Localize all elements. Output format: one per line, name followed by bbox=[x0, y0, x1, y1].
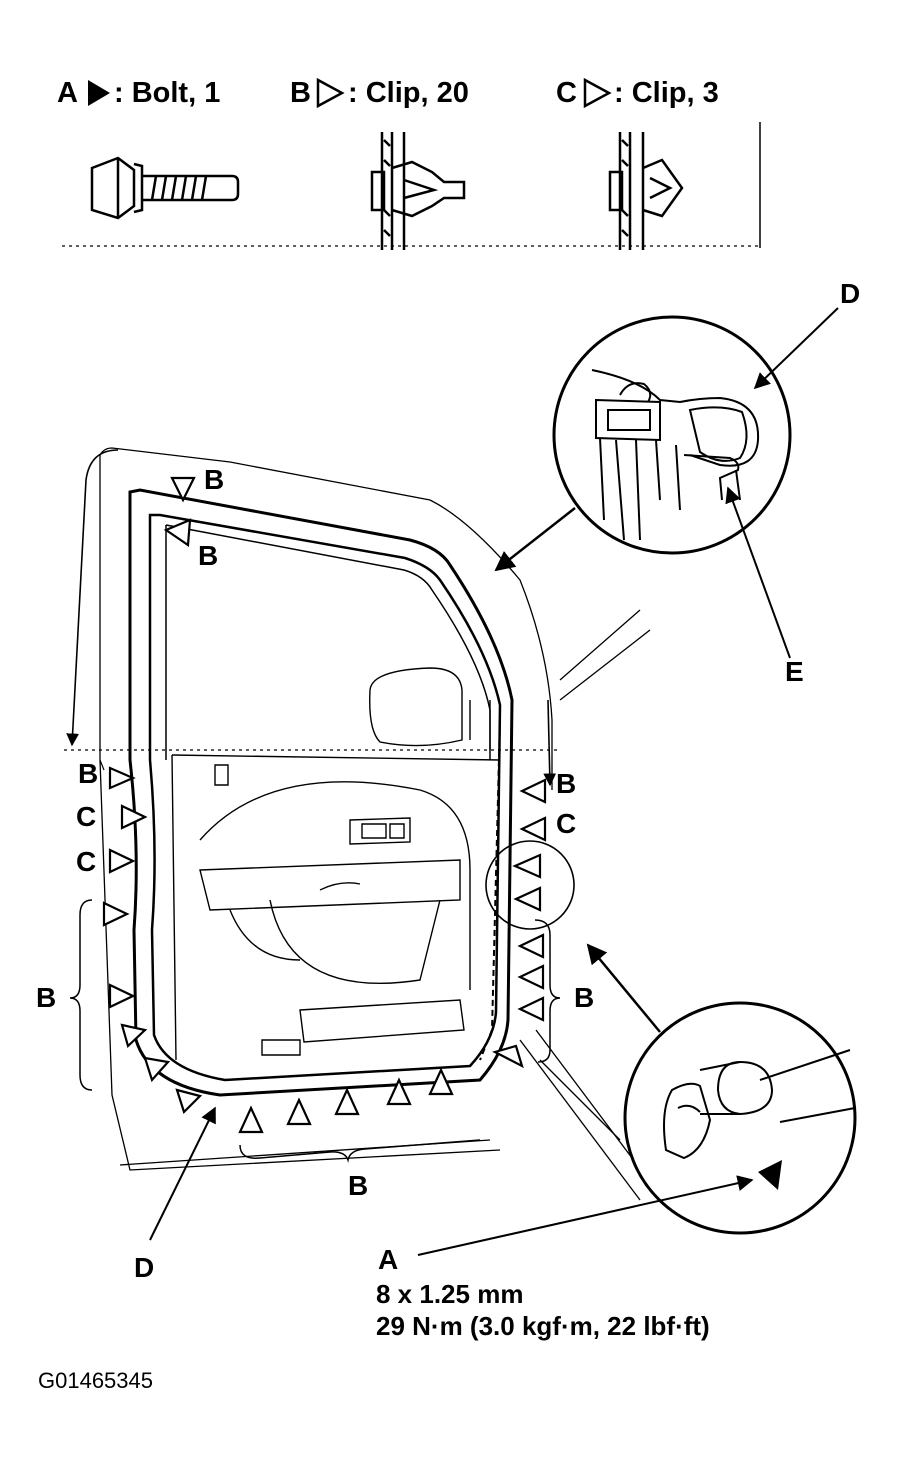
clip-markers bbox=[102, 476, 547, 1134]
callout-d-detail: D bbox=[840, 278, 861, 309]
detail-bolt-strap bbox=[623, 1001, 857, 1235]
legend-open-triangle-c-icon bbox=[583, 77, 612, 109]
clip-c-illustration bbox=[608, 132, 684, 250]
callout-c-left-1: C bbox=[76, 801, 97, 832]
legend-text-c: : Clip, 3 bbox=[614, 77, 719, 109]
door-window-frame bbox=[128, 488, 514, 1097]
legend-filled-triangle-icon bbox=[88, 80, 110, 106]
brace-right bbox=[534, 919, 561, 1063]
legend-key-a: A bbox=[57, 77, 78, 109]
bolt-marker-filled-triangle-icon bbox=[758, 1160, 782, 1190]
callout-b-top-1: B bbox=[204, 464, 225, 495]
door-trim-panel bbox=[171, 667, 501, 1061]
clip-b-illustration bbox=[370, 132, 466, 250]
highlight-circle bbox=[485, 840, 575, 930]
legend-key-b: B bbox=[290, 77, 311, 109]
bolt-torque-spec: 29 N·m (3.0 kgf·m, 22 lbf·ft) bbox=[376, 1311, 710, 1341]
callout-b-right-brace: B bbox=[574, 982, 595, 1013]
legend-key-c: C bbox=[556, 77, 577, 109]
detail-weatherstrip-section bbox=[552, 315, 792, 555]
callout-b-left-1: B bbox=[78, 758, 99, 789]
callout-c-left-2: C bbox=[76, 846, 97, 877]
callout-d-bottom: D bbox=[134, 1252, 155, 1283]
figure-code: G01465345 bbox=[38, 1368, 153, 1393]
callout-a-bolt: A bbox=[378, 1244, 399, 1275]
guide-lines bbox=[64, 449, 560, 787]
callout-b-bottom-brace: B bbox=[348, 1170, 369, 1201]
legend-text-a: : Bolt, 1 bbox=[114, 77, 221, 109]
callout-b-right-1: B bbox=[556, 768, 577, 799]
brace-bottom bbox=[239, 1139, 481, 1163]
callout-b-top-2: B bbox=[198, 540, 219, 571]
callout-c-right-1: C bbox=[556, 808, 577, 839]
brace-left bbox=[69, 899, 93, 1091]
legend-text-b: : Clip, 20 bbox=[348, 77, 469, 109]
callout-b-left-brace: B bbox=[36, 982, 57, 1013]
bolt-illustration bbox=[90, 156, 240, 220]
legend-open-triangle-b-icon bbox=[316, 77, 345, 109]
callout-e-detail: E bbox=[785, 656, 804, 687]
bolt-size-spec: 8 x 1.25 mm bbox=[376, 1279, 524, 1309]
